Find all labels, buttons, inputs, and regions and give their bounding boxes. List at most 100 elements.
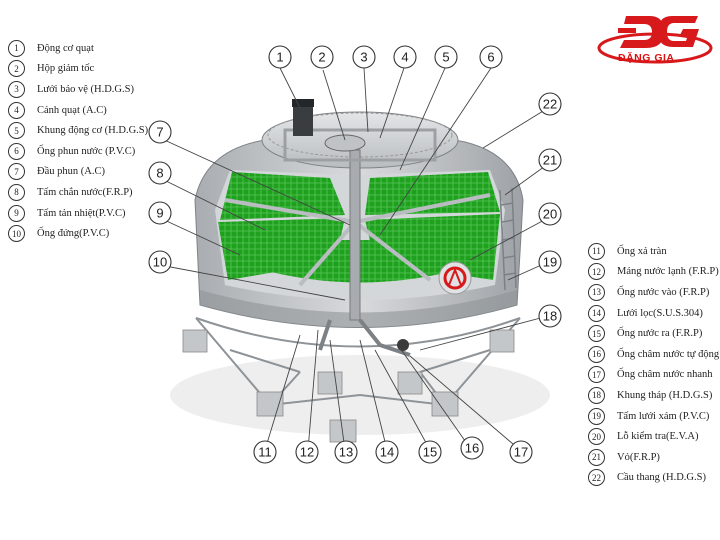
- callout-14: 14: [375, 440, 399, 464]
- sprinkler-arms: [224, 175, 491, 287]
- svg-text:6: 6: [487, 50, 494, 65]
- callout-5: 5: [434, 45, 458, 69]
- svg-text:19: 19: [543, 255, 557, 270]
- legend-number: 2: [8, 60, 25, 78]
- motor: [293, 104, 313, 136]
- legend-label: Tấm lưới xám (P.V.C): [617, 410, 710, 422]
- piping: [318, 318, 411, 357]
- svg-text:14: 14: [380, 445, 394, 460]
- svg-text:4: 4: [401, 50, 408, 65]
- callout-17: 17: [509, 440, 533, 464]
- legend-number: 12: [588, 263, 605, 281]
- callout-15: 15: [418, 440, 442, 464]
- callout-6: 6: [479, 45, 503, 69]
- legend-number: 19: [588, 407, 605, 425]
- svg-text:22: 22: [543, 97, 557, 112]
- fill-media-back-right: [365, 172, 500, 215]
- legend-label: Ống nước vào (F.R.P): [617, 286, 710, 298]
- legend-item: 2 Hộp giảm tốc: [8, 59, 148, 80]
- legend-label: Lưới bảo vệ (H.D.G.S): [37, 83, 134, 95]
- legend-number: 11: [588, 242, 605, 260]
- svg-text:21: 21: [543, 153, 557, 168]
- legend-number: 5: [8, 122, 25, 140]
- ladder: [499, 187, 517, 291]
- callout-3: 3: [352, 45, 376, 69]
- legend-number: 9: [8, 204, 25, 222]
- callout-10: 10: [148, 250, 172, 274]
- legend-item: 11 Ống xả tràn: [588, 241, 719, 262]
- callout-19: 19: [538, 250, 562, 274]
- callout-16: 16: [460, 436, 484, 460]
- svg-text:9: 9: [156, 206, 163, 221]
- legend-label: Ống châm nước tự động: [617, 348, 720, 360]
- legend-label: Ống nước ra (F.R.P): [617, 328, 703, 340]
- callout-21: 21: [538, 148, 562, 172]
- callout-20: 20: [538, 202, 562, 226]
- legend-number: 6: [8, 142, 25, 160]
- callout-11: 11: [253, 440, 277, 464]
- callout-7: 7: [148, 120, 172, 144]
- fill-media-back-left: [220, 172, 345, 220]
- legend-label: Tấm chắn nước(F.R.P): [37, 186, 133, 198]
- legend-label: Hộp giảm tốc: [37, 63, 95, 75]
- legend-label: Ống phun nước (P.V.C): [37, 145, 136, 157]
- svg-text:7: 7: [156, 125, 163, 140]
- legend-label: Ống xả tràn: [617, 245, 667, 257]
- legend-right: 11 Ống xả tràn 12 Máng nước lạnh (F.R.P) 1…: [588, 241, 719, 488]
- legend-item: 19 Tấm lưới xám (P.V.C): [588, 406, 719, 427]
- legend-number: 10: [8, 225, 25, 243]
- legend-number: 16: [588, 345, 605, 363]
- legend-number: 7: [8, 163, 25, 181]
- legend-item: 16 Ống châm nước tự động: [588, 344, 719, 365]
- legend-number: 21: [588, 448, 605, 466]
- legend-number: 8: [8, 183, 25, 201]
- legend-label: Khung tháp (H.D.G.S): [617, 389, 713, 401]
- svg-text:12: 12: [300, 445, 314, 460]
- svg-text:1: 1: [276, 50, 283, 65]
- legend-number: 14: [588, 304, 605, 322]
- callout-1: 1: [268, 45, 292, 69]
- callout-18: 18: [538, 304, 562, 328]
- legend-number: 13: [588, 283, 605, 301]
- dang-gia-logo: [597, 16, 713, 64]
- legend-number: 22: [588, 469, 605, 487]
- brand-name: ĐẶNG GIA: [618, 52, 675, 64]
- legend-label: Cầu thang (H.D.G.S): [617, 472, 706, 484]
- legend-item: 13 Ống nước vào (F.R.P): [588, 282, 719, 303]
- legend-label: Lỗ kiểm tra(E.V.A): [617, 431, 699, 443]
- svg-text:10: 10: [153, 255, 167, 270]
- motor-frame: [283, 128, 437, 162]
- legend-item: 22 Cầu thang (H.D.G.S): [588, 468, 719, 489]
- svg-text:20: 20: [543, 207, 557, 222]
- callout-4: 4: [393, 45, 417, 69]
- legend-label: Vỏ(F.R.P): [617, 451, 660, 463]
- legend-number: 17: [588, 366, 605, 384]
- legend-label: Động cơ quạt: [37, 42, 94, 54]
- central-shaft: [349, 149, 361, 321]
- svg-text:2: 2: [318, 50, 325, 65]
- callout-13: 13: [334, 440, 358, 464]
- legend-label: Máng nước lạnh (F.R.P): [617, 266, 719, 278]
- callout-12: 12: [295, 440, 319, 464]
- svg-text:3: 3: [360, 50, 367, 65]
- gearbox: [324, 134, 366, 152]
- legend-item: 14 Lưới lọc(S.U.S.304): [588, 303, 719, 324]
- svg-text:11: 11: [258, 445, 272, 460]
- legend-label: Cánh quạt (A.C): [37, 104, 107, 116]
- svg-text:16: 16: [465, 441, 479, 456]
- legend-item: 12 Máng nước lạnh (F.R.P): [588, 262, 719, 283]
- callout-9: 9: [148, 201, 172, 225]
- legend-label: Tấm tản nhiệt(P.V.C): [37, 207, 126, 219]
- callout-8: 8: [148, 161, 172, 185]
- legend-label: Lưới lọc(S.U.S.304): [617, 307, 703, 319]
- legend-item: 9 Tấm tản nhiệt(P.V.C): [8, 203, 148, 224]
